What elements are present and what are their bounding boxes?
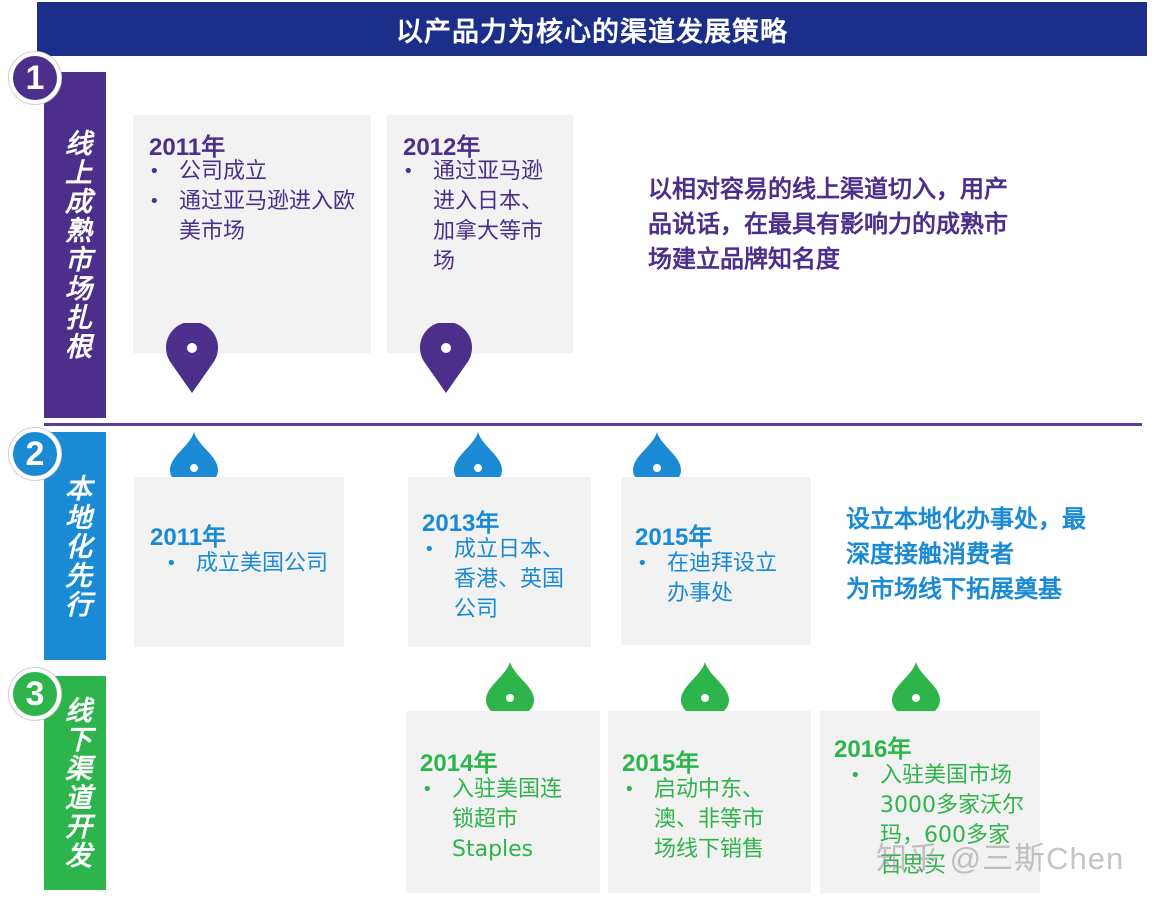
stage-3-card-2015: 2015年 启动中东、澳、非等市场线下销售 <box>608 711 811 893</box>
summary-line: 场建立品牌知名度 <box>648 245 840 273</box>
card-items: 成立美国公司 <box>166 549 336 579</box>
card-items: 成立日本、香港、英国公司 <box>424 535 574 625</box>
card-year: 2016年 <box>834 736 912 763</box>
summary-line: 为市场线下拓展奠基 <box>846 575 1062 603</box>
list-item: 入驻美国市场3000多家沃尔玛，600多家百思买 <box>850 761 1030 881</box>
drop-icon <box>454 432 502 488</box>
list-item: 启动中东、澳、非等市场线下销售 <box>624 775 784 865</box>
stage-2-card-2015: 2015年 在迪拜设立办事处 <box>621 477 811 645</box>
timeline-divider <box>44 423 1142 426</box>
list-item: 成立日本、香港、英国公司 <box>424 535 574 625</box>
summary-line: 以相对容易的线上渠道切入，用产 <box>648 175 1008 203</box>
drop-icon <box>486 662 534 718</box>
card-year: 2011年 <box>150 524 227 551</box>
card-year: 2015年 <box>622 750 700 777</box>
map-pin-icon <box>166 323 218 393</box>
list-item: 在迪拜设立办事处 <box>637 549 797 609</box>
drop-icon <box>892 662 940 718</box>
card-items: 启动中东、澳、非等市场线下销售 <box>624 775 784 865</box>
summary-line: 品说话，在最具有影响力的成熟市 <box>648 210 1008 238</box>
stage-1-card-2011: 2011年 公司成立 通过亚马逊进入欧美市场 <box>133 115 371 353</box>
list-item: 通过亚马逊进入日本、加拿大等市场 <box>403 157 561 277</box>
watermark: 知乎 @三斯Chen <box>876 841 1125 876</box>
map-pin-icon <box>420 323 472 393</box>
stage-1-card-2012: 2012年 通过亚马逊进入日本、加拿大等市场 <box>387 115 573 353</box>
stage-1-label: 线上成熟市场扎根 <box>44 72 106 418</box>
stage-1-badge: 1 <box>9 52 61 104</box>
stage-2-card-2013: 2013年 成立日本、香港、英国公司 <box>408 477 591 647</box>
card-items: 入驻美国连锁超市Staples <box>422 775 582 865</box>
drop-icon <box>633 432 681 488</box>
card-year: 2013年 <box>422 510 500 537</box>
list-item: 入驻美国连锁超市Staples <box>422 775 582 865</box>
stage-2-badge: 2 <box>9 428 61 480</box>
drop-icon <box>170 432 218 488</box>
card-items: 在迪拜设立办事处 <box>637 549 797 609</box>
list-item: 成立美国公司 <box>166 549 336 579</box>
summary-line: 深度接触消费者 <box>846 540 1014 568</box>
stage-2-summary: 设立本地化办事处，最 深度接触消费者 为市场线下拓展奠基 <box>846 502 1146 607</box>
stage-3-badge: 3 <box>9 668 61 720</box>
page-title: 以产品力为核心的渠道发展策略 <box>37 2 1147 56</box>
stage-1-summary: 以相对容易的线上渠道切入，用产 品说话，在最具有影响力的成熟市 场建立品牌知名度 <box>648 172 1108 277</box>
list-item: 公司成立 <box>149 157 365 187</box>
summary-line: 设立本地化办事处，最 <box>846 505 1086 533</box>
card-year: 2014年 <box>420 750 498 777</box>
list-item: 通过亚马逊进入欧美市场 <box>149 187 365 247</box>
drop-icon <box>681 662 729 718</box>
stage-2-card-2011: 2011年 成立美国公司 <box>134 477 344 647</box>
card-year: 2015年 <box>635 524 713 551</box>
card-items: 入驻美国市场3000多家沃尔玛，600多家百思买 <box>850 761 1030 881</box>
stage-3-card-2014: 2014年 入驻美国连锁超市Staples <box>406 711 600 893</box>
card-items: 通过亚马逊进入日本、加拿大等市场 <box>403 157 561 277</box>
stage-3-label: 线下渠道开发 <box>44 676 106 890</box>
stage-3-card-2016: 2016年 入驻美国市场3000多家沃尔玛，600多家百思买 <box>820 711 1040 893</box>
card-items: 公司成立 通过亚马逊进入欧美市场 <box>149 157 365 247</box>
stage-2-label: 本地化先行 <box>44 432 106 660</box>
